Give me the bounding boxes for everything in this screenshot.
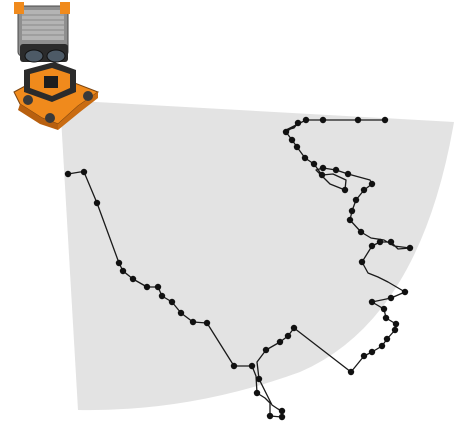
scan-point: [387, 294, 395, 302]
scan-point: [332, 166, 340, 174]
scan-point: [368, 242, 376, 250]
scan-point: [278, 413, 286, 421]
scan-point: [347, 368, 355, 376]
scan-point: [276, 338, 284, 346]
scan-point: [406, 244, 414, 252]
scan-point: [368, 180, 376, 188]
scan-point: [380, 305, 388, 313]
scan-point: [348, 207, 356, 215]
scan-point: [168, 298, 176, 306]
lidar-sensor-icon: [14, 2, 70, 63]
scan-point: [154, 283, 162, 291]
scan-point: [310, 160, 318, 168]
scan-point: [93, 199, 101, 207]
scan-point: [177, 309, 185, 317]
scan-point: [387, 238, 395, 246]
scan-point: [119, 267, 127, 275]
scan-point: [253, 389, 261, 397]
scan-point: [368, 298, 376, 306]
scan-point: [64, 170, 72, 178]
scan-point: [318, 171, 326, 179]
scan-point: [294, 119, 302, 127]
scan-point: [282, 128, 290, 136]
scan-point: [357, 228, 365, 236]
scan-point: [391, 326, 399, 334]
scan-point: [129, 275, 137, 283]
scan-point: [360, 352, 368, 360]
scan-point: [255, 375, 263, 383]
scan-point: [293, 143, 301, 151]
scan-point: [262, 346, 270, 354]
scan-point: [158, 292, 166, 300]
scan-point: [346, 216, 354, 224]
scan-point: [115, 259, 123, 267]
scan-point: [230, 362, 238, 370]
scan-point: [352, 196, 360, 204]
scan-point: [383, 335, 391, 343]
scan-point: [284, 332, 292, 340]
scan-point: [143, 283, 151, 291]
scan-point: [278, 407, 286, 415]
scan-point: [319, 116, 327, 124]
scan-point: [381, 116, 389, 124]
scan-point: [392, 320, 400, 328]
scan-point: [378, 342, 386, 350]
scan-path-line: [67, 119, 411, 418]
robot-torso: [24, 62, 76, 102]
scan-point: [203, 319, 211, 327]
robot-icon: [13, 2, 100, 130]
scan-point: [266, 412, 274, 420]
scan-point: [288, 136, 296, 144]
scan-point: [401, 288, 409, 296]
scan-point: [360, 186, 368, 194]
scan-point: [189, 318, 197, 326]
scan-point: [319, 164, 327, 172]
scan-point: [382, 314, 390, 322]
scan-point: [354, 116, 362, 124]
scan-point: [301, 154, 309, 162]
scan-point: [248, 362, 256, 370]
scan-point: [80, 168, 88, 176]
scan-point: [358, 258, 366, 266]
scan-point: [290, 324, 298, 332]
scan-point: [302, 116, 310, 124]
scan-point: [376, 238, 384, 246]
scan-point: [344, 170, 352, 178]
scan-point: [341, 186, 349, 194]
sensor-field-of-view: [60, 100, 454, 411]
scan-points: [64, 116, 414, 421]
scan-point: [368, 348, 376, 356]
